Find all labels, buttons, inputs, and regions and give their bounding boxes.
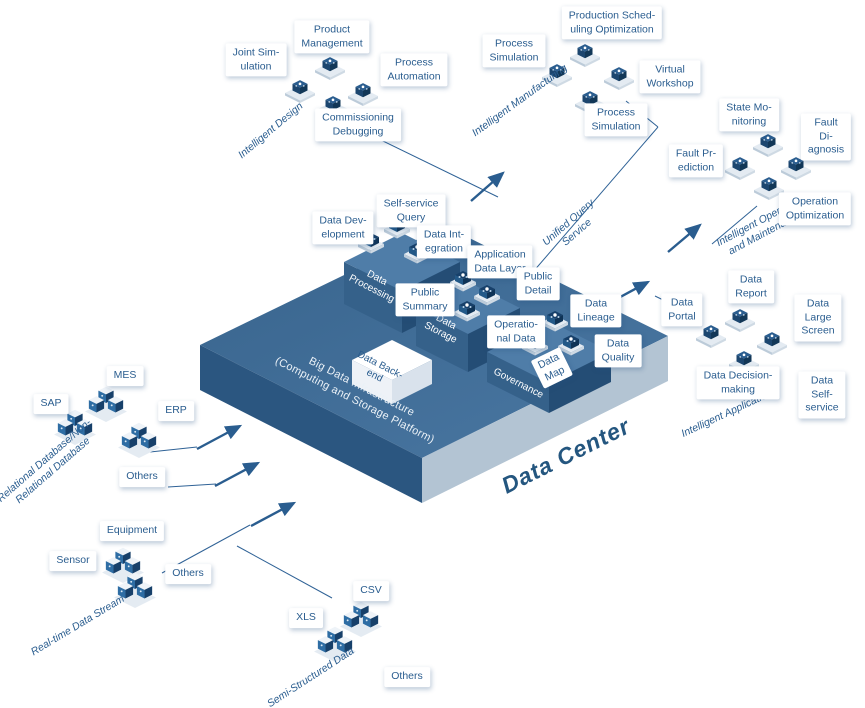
data-report-icon xyxy=(725,309,755,332)
label-data-decision-making: Data Decision- making xyxy=(696,366,780,400)
label-state-monitoring: State Mo- nitoring xyxy=(719,98,779,132)
label-operation-optimization: Operation Optimization xyxy=(778,192,852,226)
label-data-portal: Data Portal xyxy=(661,293,703,327)
label-production-scheduling: Production Sched- uling Optimization xyxy=(561,6,663,40)
label-application-data-layer: Application Data Layer xyxy=(467,245,533,279)
state-monitoring-icon xyxy=(753,134,783,157)
label-data-development: Data Dev- elopment xyxy=(312,211,374,245)
label-process-simulation-b: Process Simulation xyxy=(584,103,648,137)
arrow-query-out xyxy=(470,171,505,202)
label-product-management: Product Management xyxy=(294,20,370,54)
arrow-realtime-in xyxy=(250,501,297,528)
product-management-icon xyxy=(315,57,345,80)
arrow-operation-out xyxy=(667,223,702,253)
production-scheduling-icon xyxy=(570,44,600,67)
fault-prediction-icon xyxy=(725,157,755,180)
label-self-service-query: Self-service Query xyxy=(376,194,446,228)
label-virtual-workshop: Virtual Workshop xyxy=(639,60,701,94)
data-portal-icon xyxy=(696,325,726,348)
mes-cubes-icon xyxy=(85,386,127,422)
label-fault-prediction: Fault Pr- ediction xyxy=(668,144,724,178)
label-xls: XLS xyxy=(289,608,323,628)
platform-left-face xyxy=(200,345,422,503)
flow-arrows xyxy=(196,171,702,528)
label-data-report: Data Report xyxy=(728,270,774,304)
label-equipment: Equipment xyxy=(99,521,165,541)
csv-cubes-icon xyxy=(340,601,382,637)
label-sensor: Sensor xyxy=(49,551,97,571)
arrow-relational-in xyxy=(196,424,243,451)
label-data-lineage: Data Lineage xyxy=(570,294,622,328)
virtual-workshop-icon xyxy=(604,67,634,90)
label-others-realtime: Others xyxy=(165,564,211,584)
label-joint-simulation: Joint Sim- ulation xyxy=(225,43,287,77)
label-data-large-screen: Data Large Screen xyxy=(794,294,842,342)
label-data-integration: Data Int- egration xyxy=(416,225,472,259)
label-mes: MES xyxy=(106,366,144,386)
label-others-semi: Others xyxy=(384,667,430,687)
label-commissioning-debugging: Commissioning Debugging xyxy=(315,108,401,142)
data-backend-box xyxy=(352,340,432,404)
label-public-detail: Public Detail xyxy=(516,267,560,301)
label-process-simulation-a: Process Simulation xyxy=(482,34,546,68)
data-large-screen-icon xyxy=(757,332,787,355)
process-automation-icon xyxy=(348,83,378,106)
arrow-others-in xyxy=(214,461,261,488)
joint-simulation-icon xyxy=(285,80,315,103)
label-erp: ERP xyxy=(158,401,194,421)
erp-cubes-icon xyxy=(118,422,160,458)
label-public-summary: Public Summary xyxy=(395,283,455,317)
label-others-database: Others xyxy=(119,467,165,487)
label-data-quality: Data Quality xyxy=(594,334,642,368)
label-data-self-service: Data Self- service xyxy=(798,371,846,419)
label-fault-diagnosis: Fault Di- agnosis xyxy=(800,113,852,161)
label-operational-data: Operatio- nal Data xyxy=(487,315,545,349)
label-sap: SAP xyxy=(33,394,69,414)
label-csv: CSV xyxy=(353,581,389,601)
fault-diagnosis-icon xyxy=(781,157,811,180)
label-process-automation: Process Automation xyxy=(380,53,448,87)
